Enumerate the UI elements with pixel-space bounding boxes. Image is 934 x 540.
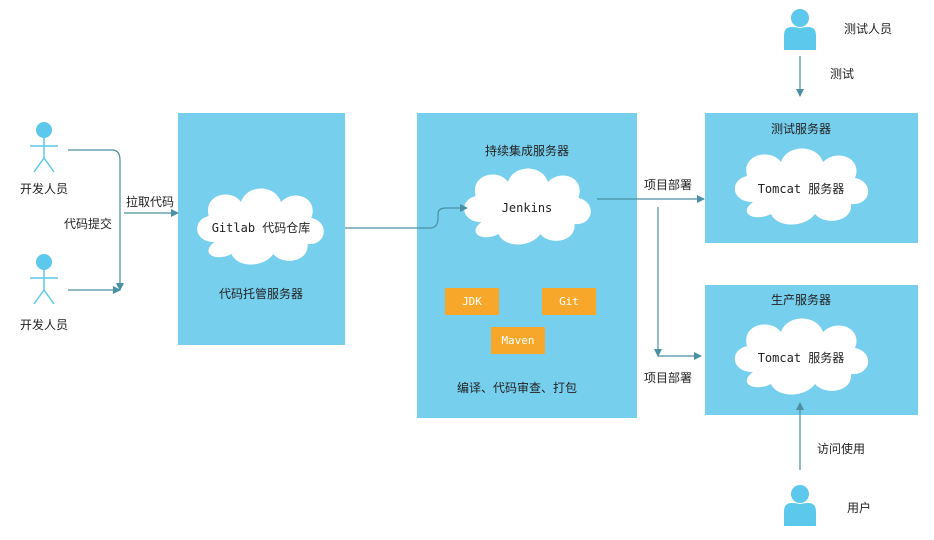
tester-icon: [784, 9, 816, 50]
developer-2-label: 开发人员: [19, 318, 69, 332]
maven-tool-badge: Maven: [491, 327, 545, 354]
tester-label: 测试人员: [844, 22, 893, 36]
gitlab-to-jenkins-arrow: [345, 204, 468, 229]
jenkins-label: Jenkins: [501, 201, 553, 215]
gitlab-cloud-label: Gitlab 代码仓库: [211, 221, 311, 235]
commit-arrow: [68, 149, 124, 291]
developer-1-label: 开发人员: [19, 182, 69, 196]
deploy-prod-label: 项目部署: [644, 371, 693, 385]
gitlab-caption: 代码托管服务器: [218, 287, 304, 301]
commit-label: 代码提交: [64, 217, 113, 231]
jdk-tool-badge: JDK: [445, 288, 499, 315]
developer-2-icon: [29, 253, 59, 305]
pull-label: 拉取代码: [126, 195, 175, 209]
access-label: 访问使用: [817, 442, 866, 456]
test-server-title: 测试服务器: [770, 122, 832, 136]
user-label: 用户: [847, 501, 872, 515]
test-tomcat-label: Tomcat 服务器: [757, 182, 845, 196]
git-tool-badge: Git: [542, 288, 596, 315]
deploy-test-label: 项目部署: [644, 178, 693, 192]
ci-server-box: [417, 113, 637, 418]
ci-caption: 编译、代码审查、打包: [456, 381, 578, 395]
prod-tomcat-label: Tomcat 服务器: [757, 351, 845, 365]
user-icon: [784, 485, 816, 526]
ci-title: 持续集成服务器: [484, 144, 570, 158]
test-label: 测试: [830, 67, 855, 81]
developer-1-icon: [29, 121, 59, 173]
prod-server-title: 生产服务器: [770, 293, 832, 307]
